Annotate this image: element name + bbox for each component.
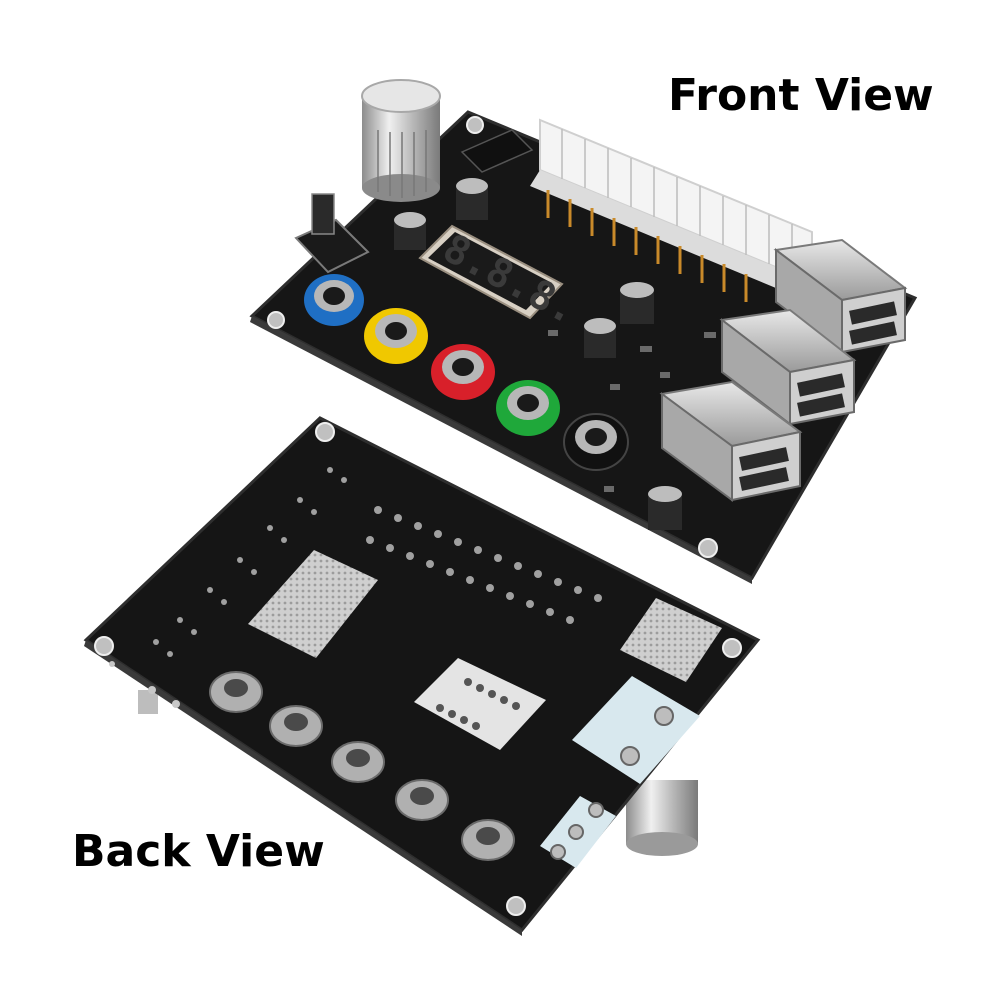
terminal-screw (588, 802, 604, 818)
capacitor (456, 178, 488, 220)
mounting-hole (722, 638, 742, 658)
back-view-label: Back View (72, 826, 325, 877)
front-view-label: Front View (668, 70, 934, 121)
terminal-screw (654, 706, 674, 726)
smd-components (548, 330, 716, 492)
potentiometer-knob-back (626, 780, 698, 856)
usb-port (659, 380, 803, 502)
banana-jack-red (431, 344, 495, 400)
potentiometer-knob (361, 79, 441, 202)
back-board (83, 416, 761, 936)
mounting-hole (698, 538, 718, 558)
jack-nut (269, 705, 323, 747)
mounting-hole (315, 422, 335, 442)
solder-pad-small (620, 598, 722, 682)
mounting-hole (94, 636, 114, 656)
terminal-screw (550, 844, 566, 860)
capacitor (394, 212, 426, 250)
usb-port (773, 238, 908, 355)
front-pcb-edge (250, 316, 752, 584)
banana-jack-blue (304, 274, 364, 326)
capacitor (584, 318, 616, 358)
solder-pad-large (248, 550, 378, 658)
banana-jack-yellow (364, 308, 428, 364)
jack-nut (331, 741, 385, 783)
solder-joints (153, 467, 602, 657)
silkscreen-block (414, 658, 546, 750)
front-board: 8.8.8. (249, 79, 918, 584)
banana-jack-black (563, 413, 629, 471)
terminal-block (572, 676, 700, 784)
capacitor (648, 486, 682, 530)
capacitor (620, 282, 654, 324)
standoff (138, 690, 158, 714)
terminal-screw (568, 824, 584, 840)
silkscreen-pads (436, 678, 520, 730)
mounting-hole (267, 311, 285, 329)
jack-nut (461, 819, 515, 861)
jack-nut (395, 779, 449, 821)
vias (109, 661, 180, 708)
mounting-hole (466, 116, 484, 134)
jack-nut (209, 671, 263, 713)
ic-chip (460, 129, 534, 173)
back-pcb-edge (84, 640, 522, 936)
power-slide-switch (294, 193, 370, 274)
banana-jack-green (496, 380, 560, 436)
terminal-screw (620, 746, 640, 766)
mounting-hole (506, 896, 526, 916)
